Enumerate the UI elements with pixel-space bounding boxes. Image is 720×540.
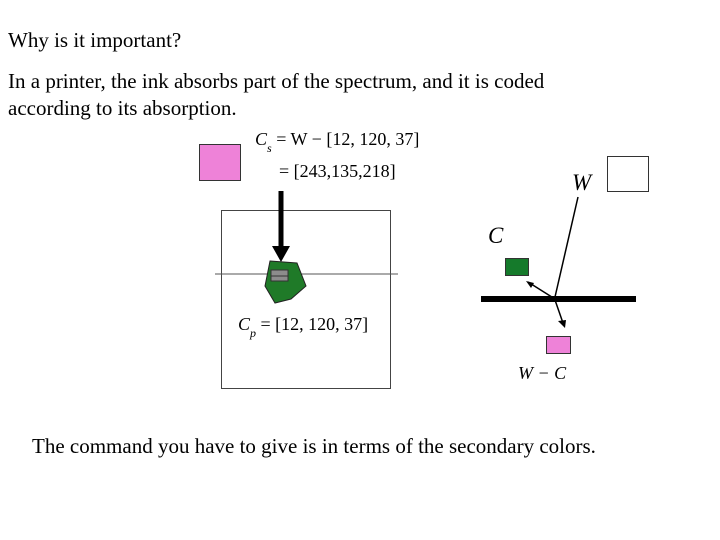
cp-symbol: C xyxy=(238,314,251,334)
white-swatch xyxy=(607,156,649,192)
c-label: C xyxy=(488,223,504,248)
cs-formula: Cs = W − [12, 120, 37] xyxy=(255,129,420,155)
pink-swatch-result xyxy=(546,336,571,354)
green-swatch xyxy=(505,258,529,276)
cs-subscript: s xyxy=(267,141,272,155)
w-minus-c-label: W − C xyxy=(518,363,567,383)
cp-expression: = [12, 120, 37] xyxy=(260,314,369,334)
reflected-ray xyxy=(554,299,564,324)
cs-symbol: C xyxy=(255,129,268,149)
intro-line-2: according to its absorption. xyxy=(8,96,237,120)
ink-blob xyxy=(264,260,307,304)
white-light-ray xyxy=(554,196,579,298)
reflected-ray-head xyxy=(558,320,566,328)
cs-expression: = W − [12, 120, 37] xyxy=(276,129,420,149)
w-label: W xyxy=(572,170,592,195)
absorbed-ray-head xyxy=(526,281,534,288)
cp-subscript: p xyxy=(250,326,257,340)
paper-sheet xyxy=(221,210,391,389)
intro-line-1: In a printer, the ink absorbs part of th… xyxy=(8,69,545,93)
pink-swatch-reflected xyxy=(199,144,241,181)
footer-note: The command you have to give is in terms… xyxy=(32,434,596,458)
incoming-light-arrow-head xyxy=(272,246,290,262)
cs-value: = [243,135,218] xyxy=(279,161,396,181)
slide-heading: Why is it important? xyxy=(8,28,182,52)
cp-formula: Cp = [12, 120, 37] xyxy=(238,314,369,340)
